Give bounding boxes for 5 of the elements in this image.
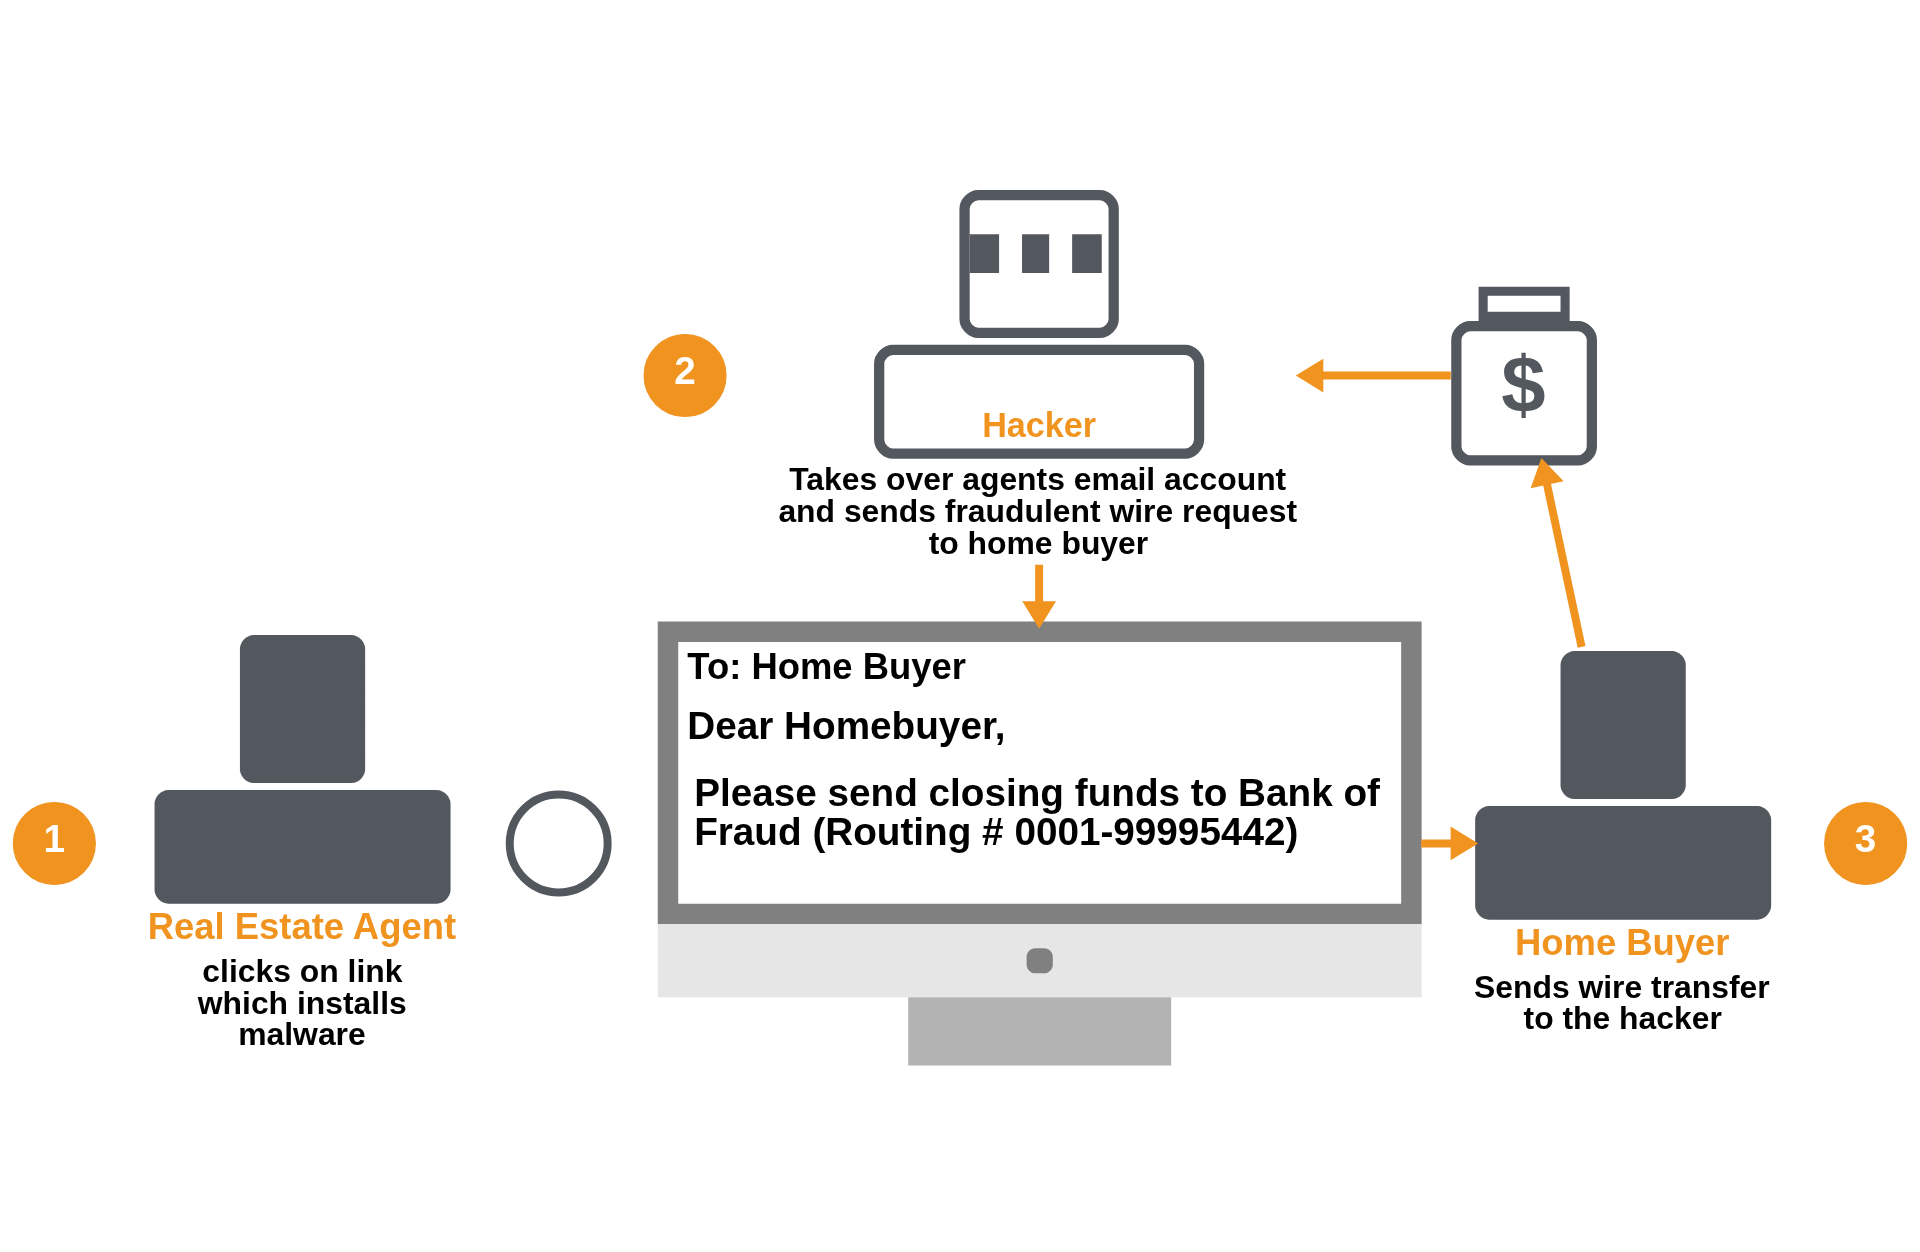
node-label: Sends wire transfer to the hacker [1474,968,1770,1037]
node-label: Real Estate Agent [147,905,457,947]
node-label: Takes over agents email account and sends fraudulent wire request to home buyer [778,460,1298,561]
node-label: Home Buyer [1515,921,1730,963]
node-label: clicks on link which installs malware [197,952,407,1053]
